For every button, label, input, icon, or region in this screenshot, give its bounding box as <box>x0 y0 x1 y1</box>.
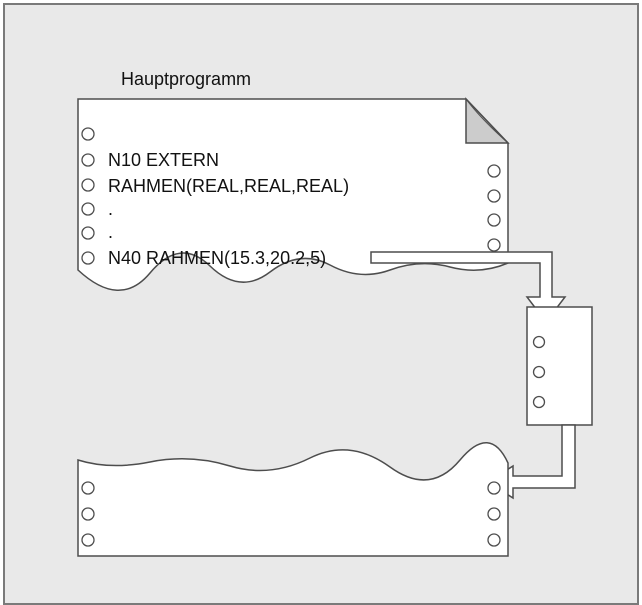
punch-hole-icon <box>488 239 500 251</box>
code-line-n40: N40 RAHMEN(15.3,20.2,5) <box>108 248 326 268</box>
punch-hole-icon <box>488 214 500 226</box>
punch-hole-icon <box>82 508 94 520</box>
punch-hole-icon <box>488 508 500 520</box>
punch-hole-icon <box>488 165 500 177</box>
code-line-dot-2: . <box>108 222 113 242</box>
punch-hole-icon <box>82 482 94 494</box>
punch-hole-icon <box>82 179 94 191</box>
punch-hole-icon <box>82 534 94 546</box>
punch-hole-icon <box>534 397 545 408</box>
punch-hole-icon <box>488 482 500 494</box>
punch-hole-icon <box>82 227 94 239</box>
code-line-n10: N10 EXTERN <box>108 150 219 170</box>
punch-hole-icon <box>534 337 545 348</box>
punch-hole-icon <box>82 128 94 140</box>
punch-hole-icon <box>82 252 94 264</box>
code-line-rahmen-declaration: RAHMEN(REAL,REAL,REAL) <box>108 176 349 196</box>
punch-hole-icon <box>82 203 94 215</box>
punch-hole-icon <box>534 367 545 378</box>
punch-hole-icon <box>82 154 94 166</box>
title-hauptprogramm: Hauptprogramm <box>121 69 251 89</box>
subroutine-sheet <box>527 307 592 425</box>
punch-hole-icon <box>488 190 500 202</box>
punch-hole-icon <box>488 534 500 546</box>
code-line-dot-1: . <box>108 199 113 219</box>
